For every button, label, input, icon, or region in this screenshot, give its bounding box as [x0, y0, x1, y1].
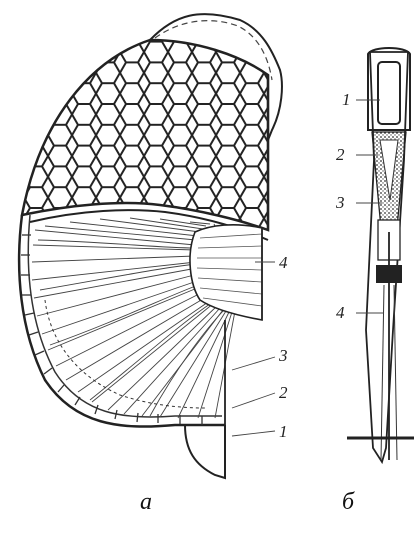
label-b-2: 2	[336, 146, 345, 163]
label-b-3: 3	[336, 194, 345, 211]
label-a-1: 1	[279, 423, 288, 440]
caption-b: б	[342, 490, 354, 514]
caption-a: а	[140, 490, 152, 514]
label-a-4: 4	[279, 254, 288, 271]
single-ommatidium-diagram	[347, 48, 414, 462]
label-b-1: 1	[342, 91, 351, 108]
corneal-facets	[22, 40, 268, 230]
label-b-4: 4	[336, 304, 345, 321]
optic-fan	[190, 225, 262, 320]
lens-element	[378, 62, 400, 124]
label-a-2: 2	[279, 384, 288, 401]
compound-eye-diagram	[19, 14, 282, 478]
label-a-3: 3	[279, 347, 288, 364]
